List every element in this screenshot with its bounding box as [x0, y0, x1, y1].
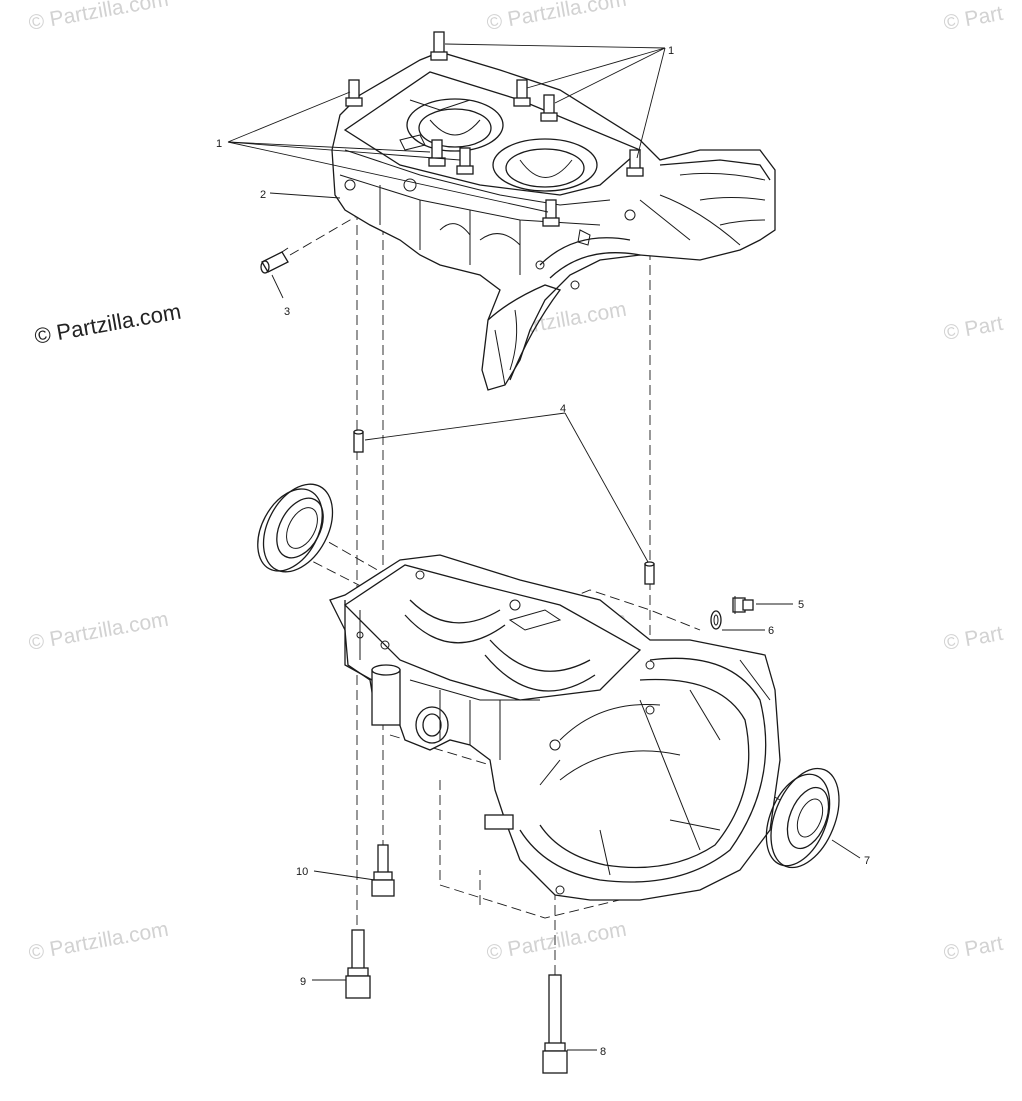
stud [456, 147, 474, 175]
callout-2: 2 [260, 189, 266, 201]
watermark: © Partzilla.com [27, 0, 170, 35]
stud [430, 31, 448, 61]
watermark: © Part [942, 622, 1005, 655]
stud [428, 139, 446, 167]
watermark: © Part [942, 312, 1005, 345]
callout-5: 5 [798, 599, 804, 611]
lower-crankcase [329, 554, 781, 901]
callout-7: 7 [864, 855, 870, 867]
callout-labels: 1 1 2 3 4 5 6 7 8 9 10 [216, 45, 870, 1058]
stud [513, 79, 531, 107]
watermark: © Partzilla.com [27, 918, 170, 965]
part-5-plug [732, 596, 754, 614]
part-7-oil-seal [765, 767, 840, 869]
stud-bolts [345, 31, 644, 227]
callout-9: 9 [300, 976, 306, 988]
leader-lines [227, 43, 861, 1051]
oil-seal-left [257, 483, 334, 573]
stud [540, 94, 558, 122]
callout-6: 6 [768, 625, 774, 637]
watermark: © Part [942, 2, 1005, 35]
callout-1: 1 [216, 138, 222, 150]
callout-3: 3 [284, 306, 290, 318]
brand-watermark: © Partzilla.com [33, 299, 183, 349]
callout-10: 10 [296, 866, 308, 878]
part-4-dowels [353, 429, 655, 585]
watermark: © Partzilla.com [485, 918, 628, 965]
part-3-pin [260, 247, 289, 274]
part-8-bolt [542, 974, 568, 1074]
part-6-washer [710, 610, 722, 630]
watermark: © Part [942, 932, 1005, 965]
stud [626, 149, 644, 177]
part-10-bolt [371, 844, 395, 897]
callout-1: 1 [668, 45, 674, 57]
callout-4: 4 [560, 403, 566, 415]
callout-8: 8 [600, 1046, 606, 1058]
watermark: © Partzilla.com [27, 608, 170, 655]
watermark: © Partzilla.com [485, 0, 628, 35]
stud [542, 199, 560, 227]
part-9-bolt [345, 929, 371, 999]
